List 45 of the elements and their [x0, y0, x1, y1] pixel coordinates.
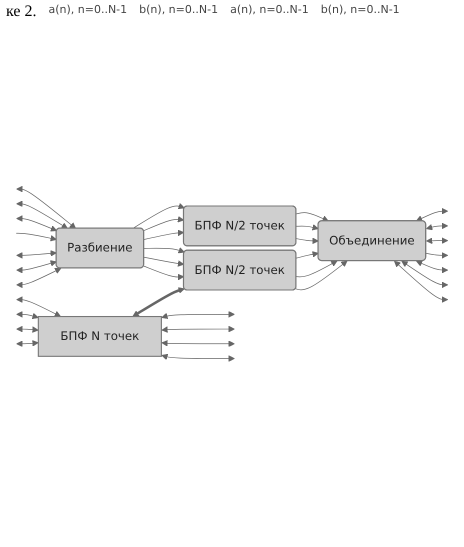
double-arrow: [161, 340, 235, 348]
double-arrow: [16, 296, 61, 318]
double-arrow: [161, 354, 235, 362]
arrow: [426, 252, 448, 259]
arrow: [143, 266, 184, 280]
stage-bar: Разбиение: [56, 228, 144, 269]
arrow: [295, 260, 348, 290]
arrow: [144, 247, 185, 254]
double-arrow: [426, 238, 448, 244]
double-arrow: [426, 222, 448, 230]
arrow: [16, 233, 57, 242]
double-arrow: [16, 340, 39, 348]
double-arrow: [416, 208, 448, 222]
double-arrow: [132, 287, 185, 317]
double-arrow: [16, 260, 57, 274]
double-arrow: [161, 311, 235, 320]
process-box: БПФ N/2 точек: [182, 250, 296, 291]
double-arrow: [16, 200, 68, 229]
double-arrow: [16, 250, 57, 259]
arrow: [296, 260, 338, 278]
process-box: БПФ N/2 точек: [182, 206, 296, 247]
double-arrow: [401, 260, 448, 288]
arrow: [296, 212, 329, 222]
process-box: БПФ N точек: [38, 316, 162, 358]
arrow: [132, 203, 185, 230]
double-arrow: [16, 311, 39, 320]
signal-label: a(n), n=0..N-1: [230, 3, 309, 18]
double-arrow: [416, 260, 448, 274]
double-arrow: [16, 326, 39, 334]
arrow: [296, 251, 319, 259]
arrow: [143, 216, 184, 232]
double-arrow: [16, 186, 76, 229]
double-arrow: [161, 326, 235, 333]
caption-fragment: ке 2.: [6, 3, 36, 21]
arrow: [144, 257, 184, 267]
signal-label: b(n), n=0..N-1: [320, 3, 400, 18]
double-arrow: [16, 216, 58, 232]
arrow: [144, 230, 184, 240]
signal-label: a(n), n=0..N-1: [48, 3, 128, 18]
arrow: [296, 238, 319, 244]
stage-bar: Объединение: [317, 220, 426, 262]
signal-label: b(n), n=0..N-1: [139, 3, 218, 18]
double-arrow: [16, 268, 62, 288]
double-arrow: [394, 261, 448, 304]
arrow: [296, 224, 319, 231]
